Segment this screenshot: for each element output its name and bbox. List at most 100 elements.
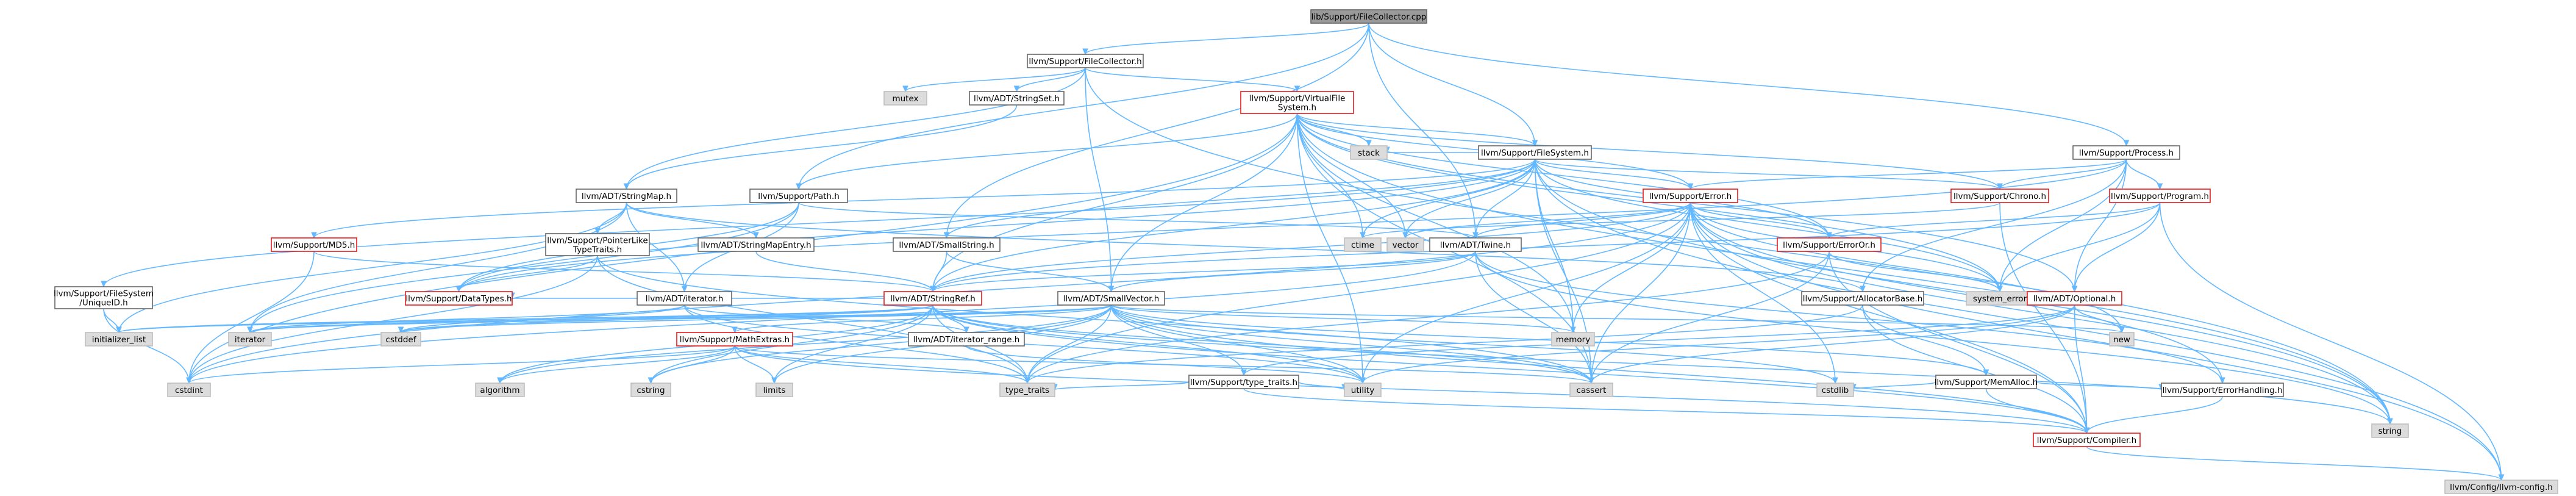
node-itrange[interactable]: llvm/ADT/iterator_range.h [908,332,1025,347]
node-box-strset [969,91,1065,106]
node-label-allocbase: llvm/Support/AllocatorBase.h [1803,294,1923,304]
edge-strset-to-strmap [626,104,1018,190]
edge-erroror-to-compiler [1829,251,2088,434]
edge-smallvec-to-iterator [249,304,1112,333]
node-label-utility: utility [1351,386,1374,395]
node-error[interactable]: llvm/Support/Error.h [1643,189,1738,203]
edge-strmap-to-iterator [249,202,627,333]
node-box-stack [1350,145,1388,160]
node-typetraits_h[interactable]: llvm/Support/type_traits.h [1188,375,1299,389]
edge-iterator_h-to-itrange [683,304,967,333]
edge-ptrlike-to-datatypes [458,255,598,292]
node-label-errhandling: llvm/Support/ErrorHandling.h [2162,386,2282,395]
node-process[interactable]: llvm/Support/Process.h [2072,145,2180,160]
node-box-twine [1429,237,1522,252]
edge-arrowhead-smallvec-to-cstdlib [1832,377,1838,384]
node-compiler[interactable]: llvm/Support/Compiler.h [2033,433,2141,447]
edge-chrono-to-ctime [1362,202,2000,239]
node-box-erroror [1777,237,1882,252]
edge-smallvec-to-cstdlib [1110,304,1836,384]
edge-arrowhead-program-to-optional [2071,286,2078,293]
node-box-path [749,189,848,203]
edge-optional-to-utility [1362,304,2075,384]
node-box-errhandling [2161,383,2284,397]
node-label-uniqueid: /UniqueID.h [79,298,127,308]
edge-fs-to-chrono [1534,159,2000,190]
node-errhandling[interactable]: llvm/Support/ErrorHandling.h [2161,383,2284,397]
node-memory: memory [1551,332,1595,347]
edge-fs-to-vector [1405,159,1536,239]
node-root[interactable]: lib/Support/FileCollector.cpp [1310,9,1427,24]
node-optional[interactable]: llvm/ADT/Optional.h [2027,291,2122,306]
edge-fch-to-string [1085,67,2391,425]
edge-smallvec-to-memory [1110,304,1574,333]
edge-arrowhead-smallvec-to-iterator [247,326,253,334]
node-label-string: string [2378,426,2402,436]
node-typetraits: type_traits [999,383,1055,397]
node-label-strref: llvm/ADT/StringRef.h [890,294,976,304]
node-box-error [1643,189,1738,203]
node-allocbase[interactable]: llvm/Support/AllocatorBase.h [1801,291,1924,306]
node-limits: limits [755,383,793,397]
edge-compiler-to-config [2086,446,2502,481]
node-erroror[interactable]: llvm/Support/ErrorOr.h [1777,237,1882,252]
node-label-vfs: llvm/Support/VirtualFile [1249,94,1346,104]
node-iterator_h[interactable]: llvm/ADT/iterator.h [637,291,732,306]
node-label-strset: llvm/ADT/StringSet.h [974,94,1060,104]
node-fs[interactable]: llvm/Support/FileSystem.h [1478,145,1592,160]
node-box-memalloc [1935,375,2037,389]
node-label-typetraits: type_traits [1005,386,1049,395]
edge-ptrlike-to-typetraits [597,255,1028,384]
node-label-cstddef: cstddef [386,335,417,345]
edge-twine-to-smallvec [1110,251,1476,292]
edge-fs-to-syserr [1534,159,2000,292]
node-datatypes[interactable]: llvm/Support/DataTypes.h [405,291,513,306]
node-mathextras[interactable]: llvm/Support/MathExtras.h [676,332,793,347]
node-twine[interactable]: llvm/ADT/Twine.h [1429,237,1522,252]
edge-arrowhead-itrange-to-utility [1360,377,1366,384]
node-box-md5 [271,237,357,252]
node-smallvec[interactable]: llvm/ADT/SmallVector.h [1057,291,1165,306]
node-program[interactable]: llvm/Support/Program.h [2109,189,2211,203]
edge-arrowhead-fch-to-mutex [902,85,908,93]
node-memalloc[interactable]: llvm/Support/MemAlloc.h [1935,375,2038,389]
node-path[interactable]: llvm/Support/Path.h [749,189,848,203]
node-mutex: mutex [883,91,927,106]
node-smallstr[interactable]: llvm/ADT/SmallString.h [893,237,1001,252]
node-box-smallstr [893,237,1001,252]
node-box-cstring [630,383,671,397]
edge-arrowhead-program-to-erroror [1826,232,1832,239]
edge-arrowhead-mathextras-to-cassert [1588,377,1594,384]
node-box-process [2072,145,2180,160]
node-label-ptrlike: llvm/Support/PointerLike [547,236,648,246]
edge-fs-to-strref [932,159,1536,292]
node-strmapentry[interactable]: llvm/ADT/StringMapEntry.h [698,237,815,252]
node-strref[interactable]: llvm/ADT/StringRef.h [883,291,982,306]
edge-error-to-utility [1362,202,1691,384]
node-md5[interactable]: llvm/Support/MD5.h [271,237,357,252]
edge-optional-to-typetraits_h [1243,304,2075,376]
node-box-root [1310,9,1427,24]
edge-smallvec-to-cstddef [400,304,1112,333]
edge-arrowhead-process-to-chrono [1997,183,2003,190]
edge-smallvec-to-cassert [1110,304,1592,384]
node-chrono[interactable]: llvm/Support/Chrono.h [1950,189,2049,203]
node-label-iterator: iterator [235,335,266,345]
edge-arrowhead-strmap-to-strmapentry [753,232,759,239]
node-strmap[interactable]: llvm/ADT/StringMap.h [576,189,677,203]
edge-error-to-config [1689,202,2502,481]
node-box-chrono [1950,189,2049,203]
node-box-fch [1027,54,1144,68]
node-cstring: cstring [630,383,671,397]
edge-smallvec-to-typetraits_h [1110,304,1244,376]
node-box-uniqueid [54,286,153,309]
node-label-smallstr: llvm/ADT/SmallString.h [899,240,994,250]
node-box-ctime [1344,237,1382,252]
node-uniqueid[interactable]: llvm/Support/FileSystem/UniqueID.h [54,286,154,309]
node-strset[interactable]: llvm/ADT/StringSet.h [969,91,1065,106]
node-fch[interactable]: llvm/Support/FileCollector.h [1027,54,1144,68]
node-label-program: llvm/Support/Program.h [2111,192,2209,201]
